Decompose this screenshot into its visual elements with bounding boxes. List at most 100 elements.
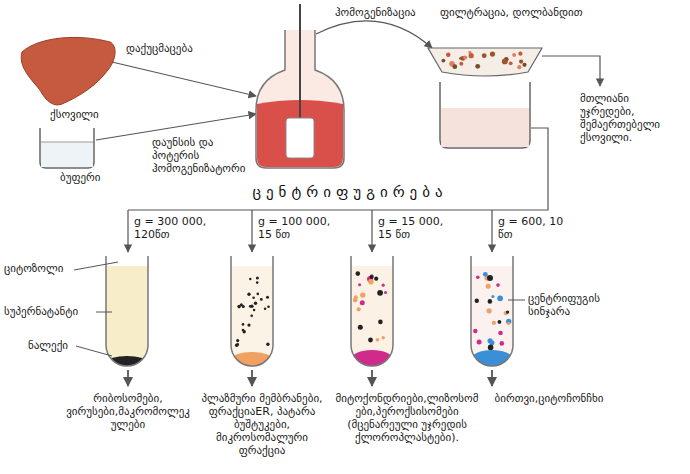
leader-line: [74, 262, 118, 270]
condition-label: g = 300 000, 120წთ: [134, 215, 214, 241]
buffer-label: ბუფერი: [60, 171, 130, 184]
filtrate-beaker: [440, 82, 530, 148]
flow-line: [128, 128, 548, 210]
particle: [476, 276, 480, 280]
particle: [360, 300, 365, 305]
particle: [374, 277, 378, 281]
particle: [506, 319, 511, 324]
flow-line: [316, 21, 432, 48]
particle: [360, 292, 365, 297]
particle: [497, 295, 503, 301]
particle: [486, 284, 491, 289]
particle: [447, 54, 450, 57]
part-label: სუპერნატანტი: [4, 305, 96, 318]
particle: [266, 296, 269, 299]
particle: [442, 59, 446, 63]
step-label: ჰომოგენიზაცია: [335, 6, 455, 19]
particle: [368, 279, 373, 284]
particle: [482, 53, 487, 58]
particle: [249, 305, 252, 308]
particle: [490, 52, 495, 57]
particle: [370, 275, 374, 279]
tube-contents: [100, 266, 160, 376]
particle: [509, 61, 513, 65]
particle: [446, 52, 450, 56]
particle: [353, 298, 358, 303]
flow-arrow: [371, 210, 372, 252]
condition-label: g = 600, 10 წთ: [498, 215, 576, 241]
step-label: დაქუცმაცება: [126, 42, 236, 55]
part-label: ნალექი: [28, 339, 78, 352]
pestle: [286, 118, 314, 158]
particle: [452, 64, 457, 69]
section-heading: ცენტრიფუგირება: [190, 183, 510, 201]
particle: [498, 320, 502, 324]
particle: [519, 60, 523, 64]
flow-line: [542, 56, 600, 86]
step-label: ფილტრაცია, დოლბანდით: [440, 6, 610, 19]
particle: [518, 52, 522, 56]
result-label: მთლიანი უჯრედები, შემაერთებელი ქსოვილი.: [580, 92, 684, 144]
particle: [235, 344, 239, 348]
particle: [256, 277, 259, 280]
part-label: ცენტრიფუგის სინჯარა: [528, 292, 638, 318]
flow-arrow: [491, 210, 492, 252]
flow-line: [112, 62, 256, 96]
particle: [356, 271, 361, 276]
flow-arrow: [251, 370, 253, 386]
particle: [378, 320, 383, 325]
particle: [488, 345, 494, 351]
particle: [463, 56, 467, 60]
particle: [260, 298, 263, 301]
particle: [236, 343, 239, 346]
particle: [522, 63, 526, 67]
particle: [384, 291, 387, 294]
particle: [382, 284, 385, 287]
particle: [370, 274, 374, 278]
flow-arrow: [251, 210, 252, 252]
particle: [357, 307, 361, 311]
particle: [477, 340, 482, 345]
particle: [488, 299, 493, 304]
fraction-label: რიბოსომები, ვირუსები,მაკრომოლეკულები: [66, 392, 190, 431]
particle: [236, 339, 239, 342]
fraction-label: ბირთვი,ციტოჩონჩხი: [484, 392, 614, 405]
centrifuge-tube: [231, 256, 273, 366]
tissue-liver: [21, 37, 115, 104]
flow-arrow: [371, 370, 373, 386]
particle: [459, 62, 463, 66]
particle: [475, 64, 480, 69]
particle: [496, 283, 500, 287]
buffer-beaker: [40, 128, 94, 168]
condition-label: g = 100 000, 15 წთ: [258, 215, 340, 241]
tube-contents: [465, 266, 525, 376]
particle: [368, 338, 373, 343]
condition-label: g = 15 000, 15 წთ: [378, 215, 456, 241]
particle: [247, 293, 250, 296]
particle: [502, 59, 508, 65]
particle: [257, 293, 260, 296]
particle: [487, 275, 493, 281]
tube-contents: [345, 266, 405, 376]
particle: [491, 295, 494, 298]
particle: [249, 278, 251, 280]
particle: [475, 299, 479, 303]
tissue-debris: [442, 51, 527, 69]
particle: [266, 343, 269, 346]
centrifuge-tube: [351, 256, 393, 366]
flow-arrow: [127, 210, 128, 252]
particle: [358, 325, 363, 330]
buffer-liquid: [41, 142, 93, 167]
particle: [254, 302, 257, 305]
flow-arrow: [127, 370, 129, 386]
particle: [376, 338, 380, 342]
particle: [483, 272, 488, 277]
particle: [253, 309, 256, 312]
particle: [267, 306, 270, 309]
particle: [242, 323, 245, 326]
leader-line: [96, 312, 112, 313]
particle: [506, 311, 509, 314]
apparatus-label: დაუნსის და პოტერის ჰომოგენიზატორი: [152, 136, 250, 175]
particle: [264, 307, 267, 310]
